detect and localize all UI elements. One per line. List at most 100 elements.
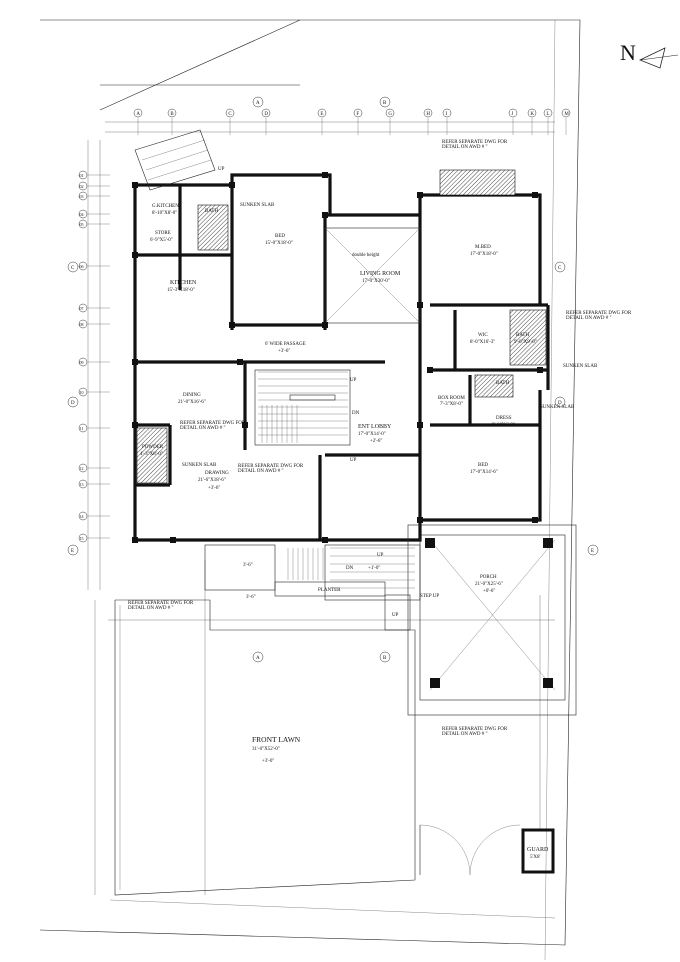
grid-label-top: H <box>426 112 430 117</box>
dn-label-1: DN <box>352 411 360 416</box>
room-kitchen-name: KITCHEN <box>170 280 197 286</box>
grid-label-left: 06 <box>80 264 84 269</box>
room-guard-name: GUARD <box>527 847 549 853</box>
room-porch-name: PORCH <box>480 575 497 580</box>
refer-note-1a: REFER SEPARATE DWG FOR <box>442 140 508 145</box>
room-passage-name: 6' WIDE PASSAGE <box>265 342 306 347</box>
column-mark <box>417 517 423 523</box>
room-passage-level: +3'-6" <box>278 349 290 354</box>
grid-label-left: 03 <box>80 194 84 199</box>
room-store-name: STORE <box>155 231 171 236</box>
room-bed2-name: BED <box>478 463 488 468</box>
column-mark <box>132 537 138 543</box>
double-height-label: double height <box>352 253 380 258</box>
grid-label-left: 05 <box>80 222 84 227</box>
room-bath1-name: BATH <box>205 209 218 214</box>
refer-note-4b: DETAIL ON AWD # " <box>238 469 284 474</box>
grid-label-left: 09 <box>80 360 84 365</box>
sunken-slab-3: SUNKEN SLAB <box>540 405 575 410</box>
room-kitchen-size: 15'-3"X18'-0" <box>167 288 195 293</box>
room-living-size: 17'-0"X30'-0" <box>362 279 390 284</box>
room-labels: G.KITCHEN 8'-10"X8'-0" BATH STORE 6'-9"X… <box>140 204 549 860</box>
grid-label-top: F <box>356 112 359 117</box>
north-arrow-icon: N <box>620 40 679 69</box>
room-powder-name: POWDER <box>142 445 164 450</box>
svg-text:A: A <box>256 656 260 661</box>
room-g-kitchen-size: 8'-10"X8'-0" <box>152 211 177 216</box>
interior-walls <box>135 185 548 540</box>
column-mark <box>132 422 138 428</box>
column-mark <box>532 517 538 523</box>
grid-label-top: L <box>546 112 549 117</box>
refer-note-3b: DETAIL ON AWD # " <box>180 426 226 431</box>
svg-text:B: B <box>383 101 387 106</box>
north-label: N <box>620 40 636 65</box>
column-mark <box>229 182 235 188</box>
column-mark <box>237 359 243 365</box>
room-drawing-name: DRAWING <box>205 471 229 476</box>
room-mbed-name: M.BED <box>475 245 491 250</box>
refer-note-3a: REFER SEPARATE DWG FOR <box>180 421 246 426</box>
column-mark <box>532 192 538 198</box>
up-label-1: UP <box>218 167 225 172</box>
room-mbed-size: 17'-0"X18'-0" <box>470 252 498 257</box>
svg-text:A: A <box>256 101 260 106</box>
service-stair <box>134 129 216 191</box>
room-dress-size: 9'-0"X6'-0" <box>492 423 515 428</box>
room-wic-name: WIC <box>478 333 488 338</box>
svg-text:C: C <box>71 266 75 271</box>
step-up-label: STEP UP <box>420 594 439 599</box>
column-mark <box>322 537 328 543</box>
column-mark <box>427 367 433 373</box>
grid-label-top: M <box>564 112 569 117</box>
svg-text:E: E <box>71 549 74 554</box>
room-porch-level: +0'-6" <box>483 589 495 594</box>
grid-label-top: A <box>136 112 140 117</box>
grid-label-left: 08 <box>80 322 84 327</box>
grid-label-top: G <box>388 112 392 117</box>
room-drawing-level: +3'-6" <box>208 486 220 491</box>
double-height-void <box>324 227 421 324</box>
grid-label-top: C <box>228 112 232 117</box>
svg-text:C: C <box>558 266 562 271</box>
entry-steps <box>204 544 421 631</box>
room-dining-size: 21'-0"X16'-6" <box>178 400 206 405</box>
grid-label-top: E <box>320 112 323 117</box>
section-markers: A B C C D D E E A B <box>67 96 599 663</box>
refer-note-6a: REFER SEPARATE DWG FOR <box>442 727 508 732</box>
column-mark <box>170 537 176 543</box>
grid-label-top: B <box>170 112 174 117</box>
refer-note-6b: DETAIL ON AWD # " <box>442 732 488 737</box>
room-boxroom-name: BOX ROOM <box>438 396 465 401</box>
grid-label-left: 15 <box>80 536 84 541</box>
room-bath3-name: BATH <box>496 381 509 386</box>
grid-label-top: J <box>511 112 513 117</box>
room-living-name: LIVING ROOM <box>360 271 401 277</box>
level-label-3: 3'-6" <box>246 595 256 600</box>
column-mark <box>322 172 328 178</box>
room-front-lawn-level: +3'-0" <box>262 759 274 764</box>
grid-label-top: K <box>530 112 534 117</box>
level-label-1: +1'-0" <box>368 566 380 571</box>
room-bath2-name: BATH <box>516 333 529 338</box>
room-boxroom-size: 7'-3"X8'-0" <box>440 402 463 407</box>
front-lawn-area <box>114 599 416 896</box>
grid-label-left: 12 <box>80 466 84 471</box>
up-label-3: UP <box>350 458 357 463</box>
svg-text:D: D <box>558 401 562 406</box>
grid-label-left: 04 <box>80 212 84 217</box>
grid-label-left: 11 <box>80 426 84 431</box>
room-dining-name: DINING <box>183 393 201 398</box>
column-mark <box>132 359 138 365</box>
up-label-4: UP <box>377 553 384 558</box>
room-store-size: 6'-9"X5'-0" <box>150 238 173 243</box>
dimension-lines <box>87 121 555 895</box>
sunken-slab-4: SUNKEN SLAB <box>182 463 217 468</box>
guard-room <box>419 824 555 876</box>
grid-label-left: 02 <box>80 184 84 189</box>
room-wic-size: 8'-0"X16'-3" <box>470 340 495 345</box>
sunken-slab-1: SUNKEN SLAB <box>240 203 275 208</box>
dn-label-2: DN <box>346 566 354 571</box>
grid-label-left: 07 <box>80 306 84 311</box>
